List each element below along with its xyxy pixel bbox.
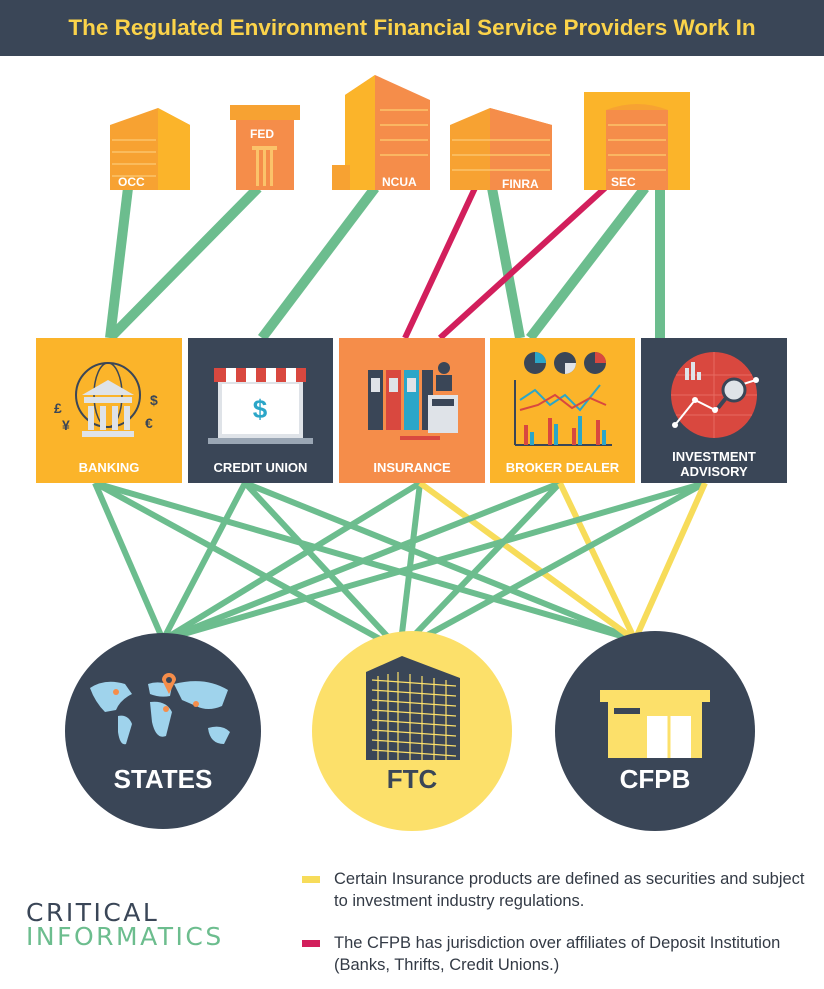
edge-investment-advisory-cfpb <box>632 481 708 642</box>
logo-critical: CRITICAL <box>26 898 160 927</box>
edge-credit-union-ftc <box>242 480 403 653</box>
edge-credit-union-states <box>160 481 248 642</box>
edge-occ-banking <box>105 187 133 339</box>
agency-occ-label: OCC <box>118 175 145 189</box>
agency-ncua-label: NCUA <box>382 175 417 189</box>
connection-lines <box>92 184 708 653</box>
svg-text:$: $ <box>150 392 158 408</box>
regulator-cfpb <box>555 631 755 831</box>
insurance-label: INSURANCE <box>373 460 451 475</box>
agency-fed-label: FED <box>250 127 274 141</box>
edge-finra-insurance <box>402 186 478 340</box>
regulator-states <box>65 633 261 829</box>
tile-broker-dealer <box>490 338 635 483</box>
awning-icon <box>214 368 306 382</box>
tile-banking: £¥ $ € <box>36 338 182 483</box>
agency-sec-label: SEC <box>611 175 636 189</box>
edge-investment-advisory-states <box>162 480 706 643</box>
agency-ncua <box>332 75 430 190</box>
tile-insurance <box>339 338 485 483</box>
binders-icon <box>368 370 433 430</box>
legend-yellow-text: Certain Insurance products are defined a… <box>334 870 805 910</box>
edge-ncua-credit-union <box>258 184 379 342</box>
storefront-icon <box>600 690 710 758</box>
edge-sec-insurance <box>437 185 608 341</box>
regulator-ftc <box>312 631 512 831</box>
broker-dealer-label: BROKER DEALER <box>505 460 620 475</box>
svg-text:£: £ <box>54 400 62 416</box>
bank-icon <box>82 380 134 395</box>
agency-finra-label: FINRA <box>502 177 539 191</box>
investment-advisory-label: INVESTMENT ADVISORY <box>672 449 756 479</box>
skyscraper-icon <box>366 656 460 760</box>
legend-yellow-swatch <box>302 876 320 883</box>
edge-finra-broker-dealer <box>487 187 525 339</box>
agency-finra <box>450 108 552 190</box>
agency-sec <box>584 92 690 190</box>
banking-label: BANKING <box>78 460 140 475</box>
agency-occ <box>110 108 190 190</box>
edge-investment-advisory-ftc <box>398 480 707 653</box>
tile-credit-union: $ <box>188 338 333 483</box>
states-label: STATES <box>113 764 213 794</box>
dollar-icon: $ <box>253 394 268 424</box>
cfpb-label: CFPB <box>619 764 691 794</box>
edge-banking-ftc <box>93 480 402 653</box>
ftc-label: FTC <box>386 764 438 794</box>
legend-red-text: The CFPB has jurisdiction over affiliate… <box>334 934 781 974</box>
header-bar <box>0 0 824 56</box>
svg-text:¥: ¥ <box>62 417 70 433</box>
person-icon <box>438 362 450 374</box>
page-title: The Regulated Environment Financial Serv… <box>68 15 756 40</box>
legend-red-swatch <box>302 940 320 947</box>
edge-fed-banking <box>106 184 262 342</box>
magnifier-icon <box>721 377 747 403</box>
location-pin-icon <box>162 673 176 694</box>
chart-icon <box>514 352 612 446</box>
edge-insurance-cfpb <box>418 480 637 643</box>
svg-text:€: € <box>145 415 153 431</box>
credit-union-label: CREDIT UNION <box>213 460 308 475</box>
pen-icon <box>400 436 440 440</box>
edge-broker-dealer-states <box>161 480 562 643</box>
edge-insurance-states <box>161 480 422 643</box>
agency-fed <box>230 105 300 190</box>
edge-broker-dealer-ftc <box>397 480 563 653</box>
edge-sec-broker-dealer <box>526 184 649 342</box>
edge-banking-states <box>92 481 166 642</box>
edge-broker-dealer-cfpb <box>557 481 638 642</box>
tile-investment-advisory <box>641 338 787 483</box>
logo-informatics: INFORMATICS <box>26 922 224 951</box>
